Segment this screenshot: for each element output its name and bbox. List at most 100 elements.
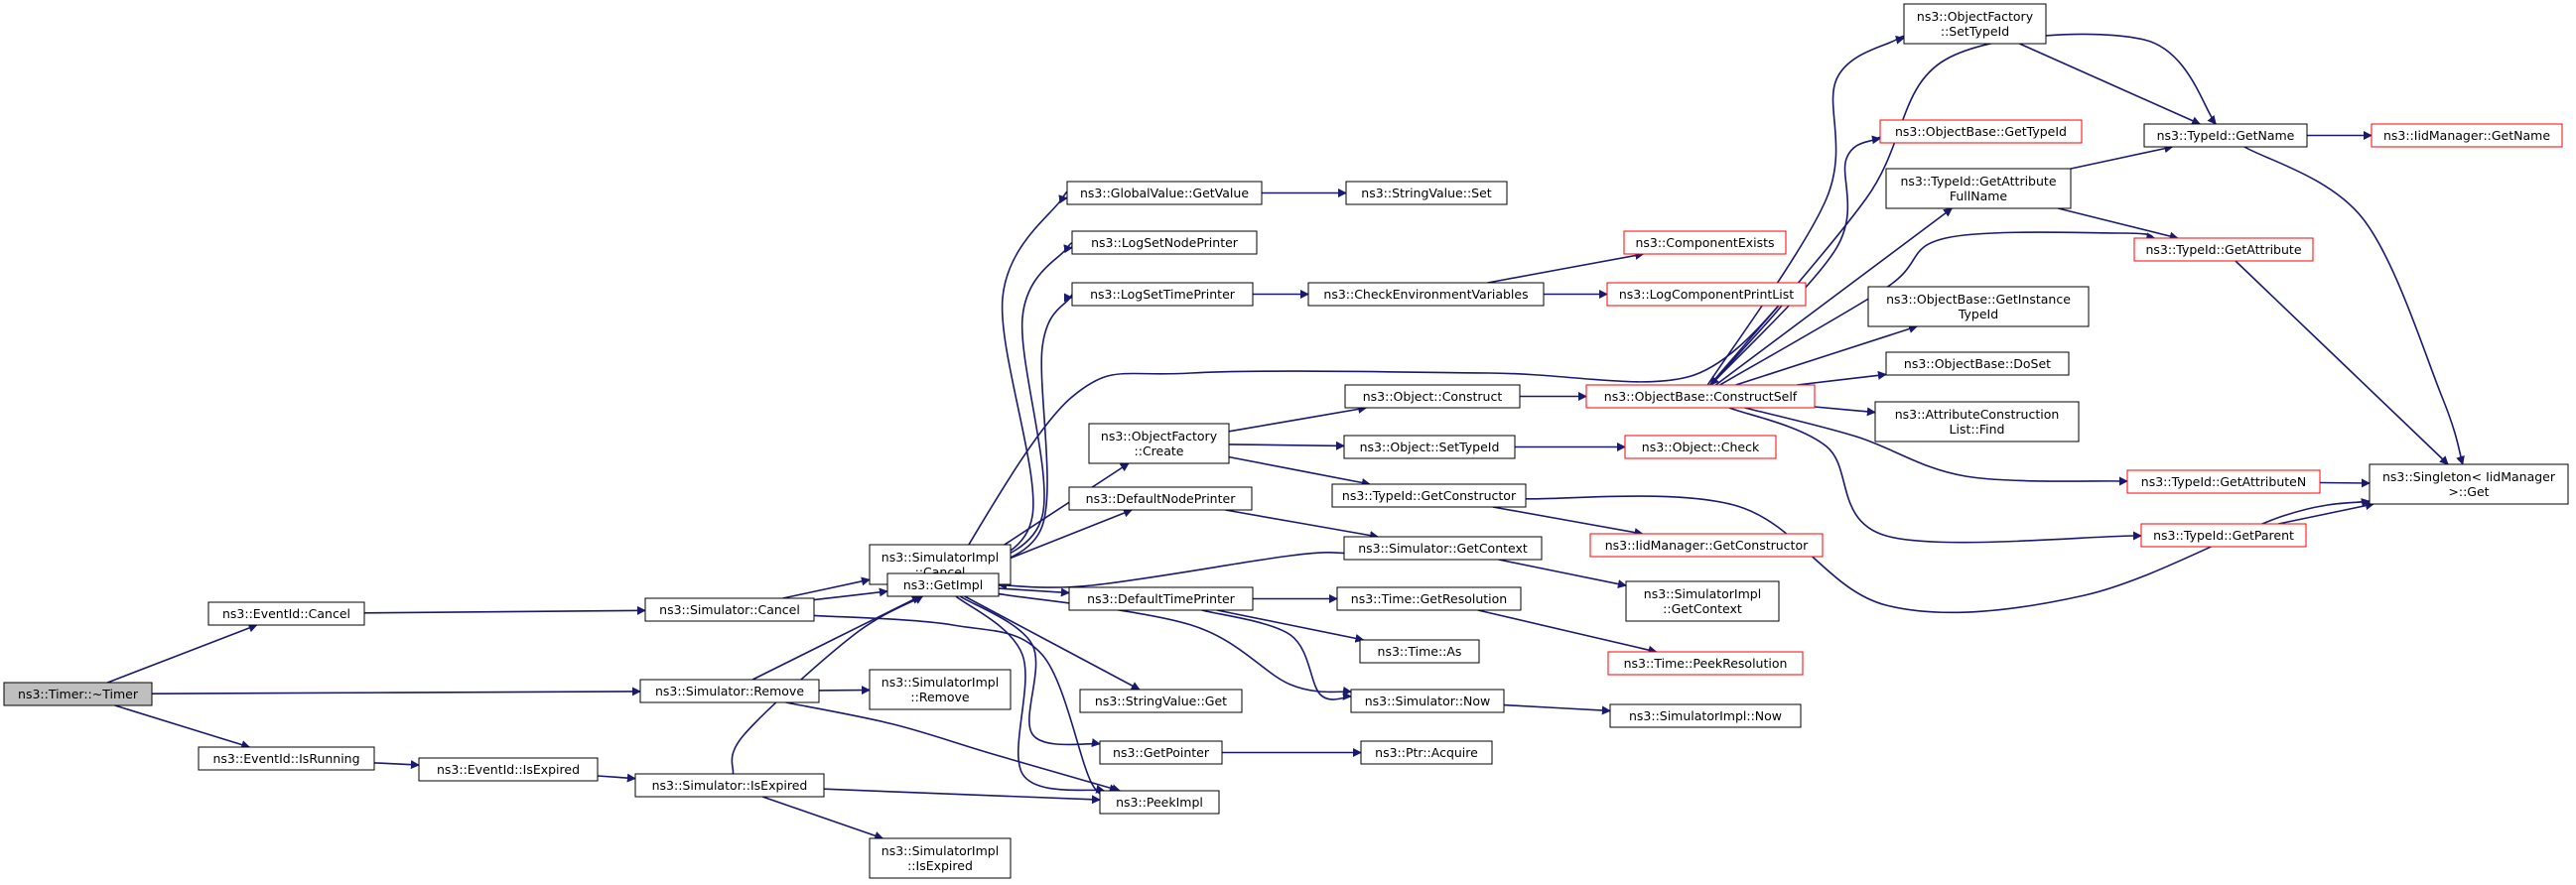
node-label: List::Find: [1950, 422, 2005, 437]
node-label: ns3::EventId::IsRunning: [212, 751, 359, 766]
node-box: [2140, 523, 2307, 548]
node-label: FullName: [1950, 189, 2008, 203]
node-label: ns3::DefaultTimePrinter: [1087, 591, 1236, 606]
node-objectfactory_settypeid[interactable]: ns3::ObjectFactory::SetTypeId: [1903, 3, 2047, 45]
node-time_peekresolution[interactable]: ns3::Time::PeekResolution: [1607, 651, 1804, 676]
edge-objectbase_constructself-to-typeid_getname: [1708, 33, 2217, 386]
node-box: [1350, 689, 1505, 713]
node-label: ns3::Simulator::Now: [1365, 694, 1491, 708]
node-simimpl_now[interactable]: ns3::SimulatorImpl::Now: [1609, 703, 1802, 728]
node-box: [1874, 401, 2080, 442]
node-peekimpl[interactable]: ns3::PeekImpl: [1099, 790, 1220, 815]
node-logsettimeprinter[interactable]: ns3::LogSetTimePrinter: [1071, 282, 1254, 307]
node-objectbase_doset[interactable]: ns3::ObjectBase::DoSet: [1885, 351, 2070, 376]
node-label: ns3::StringValue::Set: [1361, 186, 1491, 200]
node-box: [418, 757, 599, 782]
node-stringvalue_set[interactable]: ns3::StringValue::Set: [1345, 181, 1508, 205]
node-box: [1088, 423, 1230, 464]
edge-sim_isexpired-to-peekimpl: [823, 788, 1101, 805]
node-label: ns3::AttributeConstruction: [1895, 407, 2060, 422]
node-object_construct[interactable]: ns3::Object::Construct: [1344, 384, 1521, 409]
node-label: ns3::Time::PeekResolution: [1624, 656, 1788, 671]
node-ptr_acquire[interactable]: ns3::Ptr::Acquire: [1360, 740, 1493, 765]
edge-time_getresolution-to-time_peekresolution: [1477, 609, 1658, 655]
edge-typeid_getparent-to-singleton_get: [2278, 501, 2374, 525]
edge-objectfactory_create-to-object_construct: [1228, 404, 1368, 433]
node-typeid_getconstructor[interactable]: ns3::TypeId::GetConstructor: [1331, 483, 1527, 508]
node-simimpl_remove[interactable]: ns3::SimulatorImpl::Remove: [869, 669, 1012, 710]
node-box: [1345, 181, 1508, 205]
edge-getimpl-to-logsettimeprinter: [961, 293, 1074, 574]
node-label: ns3::StringValue::Get: [1095, 694, 1227, 708]
node-iidmanager_getname[interactable]: ns3::IidManager::GetName: [2371, 123, 2563, 148]
node-box: [886, 572, 1000, 597]
node-objectbase_constructself[interactable]: ns3::ObjectBase::ConstructSelf: [1585, 384, 1816, 409]
node-objectbase_gettypeid[interactable]: ns3::ObjectBase::GetTypeId: [1879, 119, 2083, 144]
node-label: ns3::Simulator::GetContext: [1358, 541, 1528, 556]
edge-timer_dtor-to-sim_remove: [151, 687, 641, 696]
node-globalvalue_getvalue[interactable]: ns3::GlobalValue::GetValue: [1066, 181, 1263, 205]
edge-objectbase_constructself-to-objectbase_gettypeid: [1709, 135, 1881, 386]
node-eventid_isexpired[interactable]: ns3::EventId::IsExpired: [418, 757, 599, 782]
node-box: [1885, 351, 2070, 376]
node-object_check[interactable]: ns3::Object::Check: [1624, 435, 1777, 459]
node-label: TypeId: [1958, 307, 1998, 321]
node-box: [1903, 3, 2047, 45]
node-logsetnodeprinter[interactable]: ns3::LogSetNodePrinter: [1071, 230, 1258, 255]
node-typeid_getparent[interactable]: ns3::TypeId::GetParent: [2140, 523, 2307, 548]
node-label: ns3::SimulatorImpl: [881, 675, 999, 690]
node-componentexists[interactable]: ns3::ComponentExists: [1623, 230, 1787, 255]
node-box: [1879, 119, 2083, 144]
node-box: [1068, 486, 1253, 511]
edge-sim_getcontext-to-getimpl: [998, 552, 1345, 590]
node-typeid_getattribute[interactable]: ns3::TypeId::GetAttribute: [2133, 237, 2314, 262]
node-eventid_isrunning[interactable]: ns3::EventId::IsRunning: [198, 746, 375, 771]
node-timer_dtor[interactable]: ns3::Timer::~Timer: [3, 682, 153, 706]
node-getimpl[interactable]: ns3::GetImpl: [886, 572, 1000, 597]
edge-typeid_getattribute-to-singleton_get: [2235, 260, 2449, 465]
edge-eventid_cancel-to-sim_cancel: [363, 605, 646, 615]
node-sim_cancel[interactable]: ns3::Simulator::Cancel: [644, 597, 815, 622]
node-typeid_getname[interactable]: ns3::TypeId::GetName: [2143, 123, 2308, 148]
node-sim_remove[interactable]: ns3::Simulator::Remove: [639, 679, 820, 703]
node-label: ns3::ObjectFactory: [1101, 429, 1218, 443]
node-label: ns3::SimulatorImpl: [881, 550, 999, 565]
node-box: [1071, 282, 1254, 307]
node-defaultnodeprinter[interactable]: ns3::DefaultNodePrinter: [1068, 486, 1253, 511]
node-singleton_get[interactable]: ns3::Singleton< IidManager >::Get: [2369, 463, 2569, 505]
node-time_as[interactable]: ns3::Time::As: [1359, 639, 1480, 664]
node-box: [1343, 536, 1543, 561]
node-checkenvvars[interactable]: ns3::CheckEnvironmentVariables: [1307, 282, 1545, 307]
node-iidmanager_getconstructor[interactable]: ns3::IidManager::GetConstructor: [1589, 533, 1824, 558]
node-typeid_getattributen[interactable]: ns3::TypeId::GetAttributeN: [2126, 469, 2321, 494]
node-box: [1066, 181, 1263, 205]
node-box: [3, 682, 153, 706]
node-simimpl_getcontext[interactable]: ns3::SimulatorImpl::GetContext: [1625, 580, 1780, 622]
node-sim_isexpired[interactable]: ns3::Simulator::IsExpired: [634, 773, 825, 798]
edge-getimpl-to-stringvalue_get: [964, 595, 1141, 691]
edge-typeid_getattributefullname-to-typeid_getname: [2070, 144, 2174, 170]
node-sim_getcontext[interactable]: ns3::Simulator::GetContext: [1343, 536, 1543, 561]
node-label: ns3::Simulator::Remove: [655, 684, 804, 698]
node-time_getresolution[interactable]: ns3::Time::GetResolution: [1336, 586, 1522, 611]
edge-getimpl-to-sim_now: [998, 592, 1352, 695]
node-label: ::GetContext: [1663, 601, 1742, 616]
node-box: [2143, 123, 2308, 148]
edge-typeid_getconstructor-to-singleton_get: [1525, 495, 2371, 614]
node-simimpl_isexpired[interactable]: ns3::SimulatorImpl::IsExpired: [869, 837, 1012, 879]
node-stringvalue_get[interactable]: ns3::StringValue::Get: [1079, 689, 1243, 713]
edge-objectfactory_settypeid-to-typeid_getname: [2019, 43, 2202, 125]
node-getpointer[interactable]: ns3::GetPointer: [1099, 740, 1223, 765]
node-logcomponentprintlist[interactable]: ns3::LogComponentPrintList: [1606, 282, 1807, 307]
node-objectfactory_create[interactable]: ns3::ObjectFactory::Create: [1088, 423, 1230, 464]
node-eventid_cancel[interactable]: ns3::EventId::Cancel: [207, 601, 365, 626]
node-box: [1336, 586, 1522, 611]
node-defaulttimeprinter[interactable]: ns3::DefaultTimePrinter: [1068, 586, 1254, 611]
node-sim_now[interactable]: ns3::Simulator::Now: [1350, 689, 1505, 713]
node-label: ns3::TypeId::GetAttributeN: [2141, 474, 2306, 489]
edge-defaulttimeprinter-to-sim_now: [1201, 609, 1352, 700]
node-object_settypeid[interactable]: ns3::Object::SetTypeId: [1343, 435, 1516, 459]
